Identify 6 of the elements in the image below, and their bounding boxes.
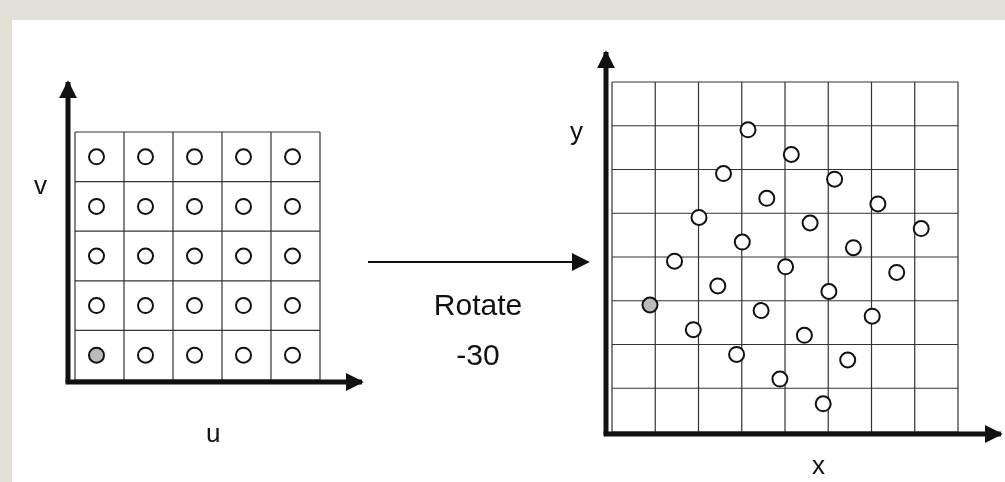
axis-label: x	[812, 452, 825, 478]
dot-grid-drawing	[56, 78, 366, 392]
axis-label: y	[570, 118, 583, 144]
axis-label: u	[206, 420, 221, 446]
axis-label: v	[34, 172, 47, 198]
arrow	[367, 253, 590, 271]
